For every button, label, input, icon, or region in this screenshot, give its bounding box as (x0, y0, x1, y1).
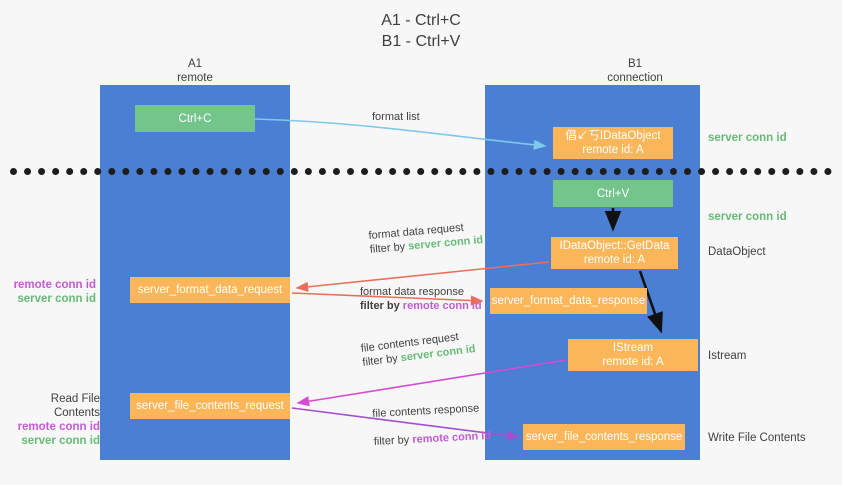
edge-label-format-data-request-filter-prefix: filter by (369, 240, 409, 256)
lane-header-b1-title: B1 (627, 58, 643, 70)
lane-header-b1-subtitle: connection (607, 72, 663, 84)
node-set-clipboard-sublabel: remote id: A (582, 144, 644, 156)
annotation-istream: Istream (708, 350, 747, 362)
node-ctrl-c[interactable]: Ctrl+C (135, 105, 255, 132)
lane-header-b1: B1 connection (535, 57, 735, 85)
page-title: A1 - Ctrl+C B1 - Ctrl+V (0, 10, 842, 52)
node-server-format-data-response-label: server_format_data_response (491, 295, 646, 307)
edge-label-format-data-response-filter-prefix: filter by (360, 300, 403, 312)
annotation-left-server-conn-id-1: server conn id (17, 293, 96, 305)
lane-header-a1: A1 remote (95, 57, 295, 85)
node-server-file-contents-request[interactable]: server_file_contents_request (130, 393, 290, 419)
node-server-format-data-request-label: server_format_data_request (137, 284, 283, 296)
edge-label-format-data-response-text: format data response (360, 286, 464, 298)
edge-label-file-contents-response-filter-prefix: filter by (373, 433, 413, 448)
node-get-data[interactable]: IDataObject::GetData remote id: A (551, 237, 678, 269)
annotation-server-conn-id-mid: server conn id (708, 211, 787, 223)
annotation-left-conn-ids-2: Read File Contents remote conn id server… (8, 392, 100, 448)
node-server-format-data-request[interactable]: server_format_data_request (130, 277, 290, 303)
annotation-left-remote-conn-id-1: remote conn id (13, 279, 96, 291)
node-ctrl-v[interactable]: Ctrl+V (553, 180, 673, 207)
annotation-read-file-contents: Read File Contents (50, 393, 100, 419)
phase-divider (10, 168, 832, 175)
edge-label-format-data-response: format data response filter by remote co… (360, 285, 482, 313)
annotation-left-conn-ids-1: remote conn id server conn id (8, 278, 96, 306)
edge-label-format-data-response-filter-value: remote conn id (402, 300, 482, 312)
node-server-file-contents-request-label: server_file_contents_request (136, 400, 284, 412)
node-get-data-sublabel: remote id: A (583, 254, 646, 266)
annotation-server-conn-id-top: server conn id (708, 132, 787, 144)
edge-label-file-contents-request: file contents request filter by server c… (360, 328, 476, 370)
lane-header-a1-subtitle: remote (177, 72, 213, 84)
annotation-left-remote-conn-id-2: remote conn id (17, 421, 100, 433)
edge-label-file-contents-response-filter-value: remote conn id (411, 429, 492, 446)
node-set-clipboard-label: 倡↙丂IDataObject (565, 130, 661, 142)
node-ctrl-v-label: Ctrl+V (596, 187, 630, 200)
node-istream-label: IStream (612, 342, 654, 354)
lane-header-a1-title: A1 (187, 58, 203, 70)
node-get-data-label: IDataObject::GetData (559, 240, 670, 252)
node-server-file-contents-response-label: server_file_contents_response (525, 431, 683, 443)
node-ctrl-c-label: Ctrl+C (178, 112, 212, 125)
node-istream-sublabel: remote id: A (602, 356, 664, 368)
title-line-1: A1 - Ctrl+C (381, 12, 461, 29)
node-istream[interactable]: IStream remote id: A (568, 339, 698, 371)
annotation-dataobject: DataObject (708, 246, 766, 258)
annotation-write-file-contents: Write File Contents (708, 432, 806, 444)
node-server-format-data-response[interactable]: server_format_data_response (490, 288, 647, 314)
edge-label-format-list: format list (372, 110, 420, 124)
edge-label-file-contents-request-filter-prefix: filter by (361, 352, 402, 369)
node-server-file-contents-response[interactable]: server_file_contents_response (523, 424, 685, 450)
node-set-clipboard[interactable]: 倡↙丂IDataObject remote id: A (553, 127, 673, 159)
edge-label-file-contents-response: file contents response filter by remote … (372, 401, 491, 449)
annotation-left-server-conn-id-2: server conn id (21, 435, 100, 447)
title-line-2: B1 - Ctrl+V (381, 33, 461, 50)
edge-label-format-list-text: format list (372, 111, 420, 123)
edge-label-file-contents-response-text: file contents response (372, 402, 480, 420)
edge-label-format-data-request: format data request filter by server con… (368, 219, 484, 257)
